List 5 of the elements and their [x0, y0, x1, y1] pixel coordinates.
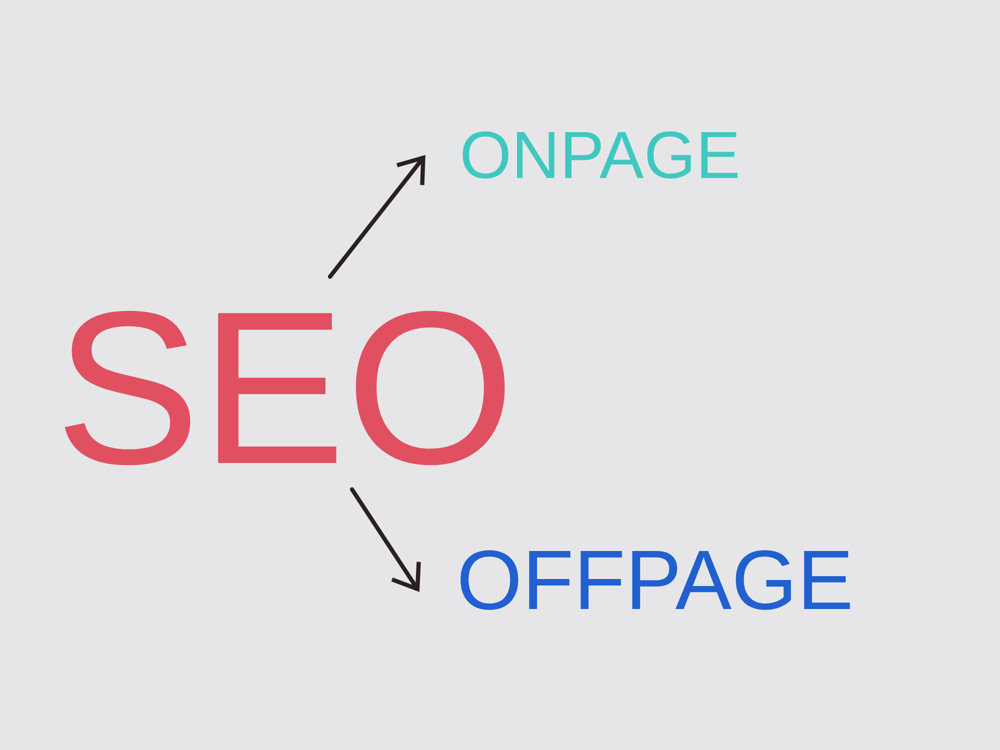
arrow	[328, 155, 426, 279]
handwritten-word: SEO	[64, 310, 505, 466]
arrow	[350, 487, 421, 592]
handwritten-word: ONPAGE	[462, 131, 738, 179]
handwritten-word: OFFPAGE	[460, 550, 850, 610]
